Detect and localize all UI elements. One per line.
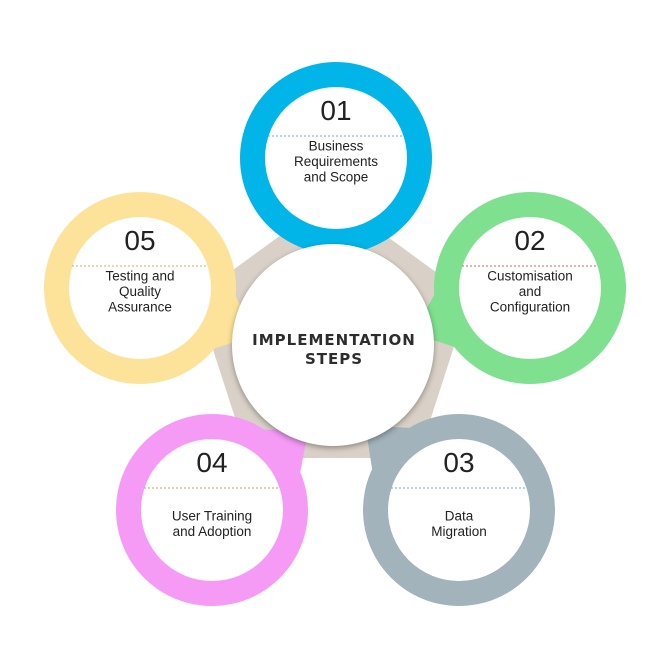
step-inner-circle xyxy=(388,439,530,581)
step-label-line: Configuration xyxy=(490,300,570,315)
step-label-line: Migration xyxy=(431,524,487,539)
step-number: 05 xyxy=(124,225,155,256)
step-label-line: and Scope xyxy=(304,170,369,185)
step-label-line: User Training xyxy=(172,508,252,523)
step-label-line: Customisation xyxy=(487,269,573,284)
center-title-line-1: IMPLEMENTATION xyxy=(252,331,416,349)
step-label-line: Business xyxy=(309,139,364,154)
step-label-line: Assurance xyxy=(108,300,172,315)
step-inner-circle xyxy=(265,87,407,229)
center-circle: IMPLEMENTATION STEPS xyxy=(232,244,434,446)
step-inner-circle xyxy=(141,439,283,581)
center-title-line-2: STEPS xyxy=(305,350,363,368)
step-label-line: Data xyxy=(445,508,474,523)
step-number: 02 xyxy=(514,225,545,256)
step-number: 01 xyxy=(320,95,351,126)
step-number: 04 xyxy=(196,447,227,478)
step-number: 03 xyxy=(443,447,474,478)
step-label-line: Testing and xyxy=(105,269,174,284)
step-label-line: Quality xyxy=(119,284,161,299)
step-inner-circle xyxy=(459,217,601,359)
step-inner-circle xyxy=(69,217,211,359)
step-label-line: Requirements xyxy=(294,154,378,169)
step-label-line: and xyxy=(519,284,542,299)
step-label-line: and Adoption xyxy=(173,524,252,539)
